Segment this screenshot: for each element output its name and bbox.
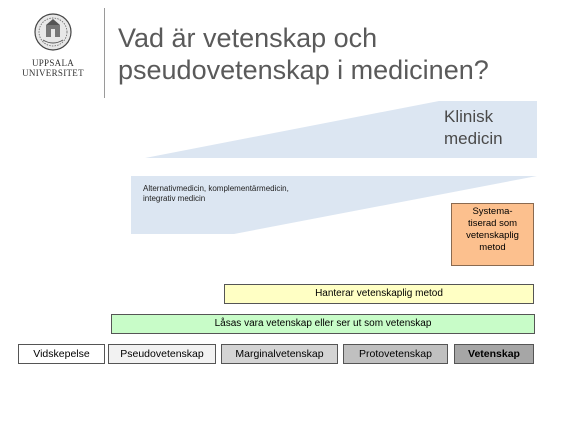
alternative-wedge (131, 176, 537, 234)
logo-text-line1: UPPSALA (31, 58, 75, 68)
title-line2: pseudovetenskap i medicinen? (118, 55, 489, 85)
claims-to-be-science-bar: Låsas vara vetenskap eller ser ut som ve… (111, 314, 535, 334)
category-pseudoscience: Pseudovetenskap (108, 344, 216, 364)
slide-title: Vad är vetenskap och pseudovetenskap i m… (118, 22, 558, 86)
systematized-method-box: Systema- tiserad som vetenskaplig metod (451, 203, 534, 266)
alternative-medicine-label: Alternativmedicin, komplementärmedicin, … (143, 184, 289, 203)
category-fringe-science: Marginalvetenskap (221, 344, 338, 364)
logo-text-line2: UNIVERSITET (22, 68, 84, 78)
category-protoscience: Protovetenskap (343, 344, 448, 364)
university-seal-icon (34, 13, 72, 51)
clinical-wedge (145, 101, 537, 158)
handles-scientific-method-bar: Hanterar vetenskaplig metod (224, 284, 534, 304)
category-superstition: Vidskepelse (18, 344, 105, 364)
university-logo: UPPSALA UNIVERSITET (10, 8, 96, 88)
header-divider (104, 8, 105, 98)
title-line1: Vad är vetenskap och (118, 23, 378, 53)
category-science: Vetenskap (454, 344, 534, 364)
clinical-medicine-label: Klinisk medicin (444, 107, 503, 148)
